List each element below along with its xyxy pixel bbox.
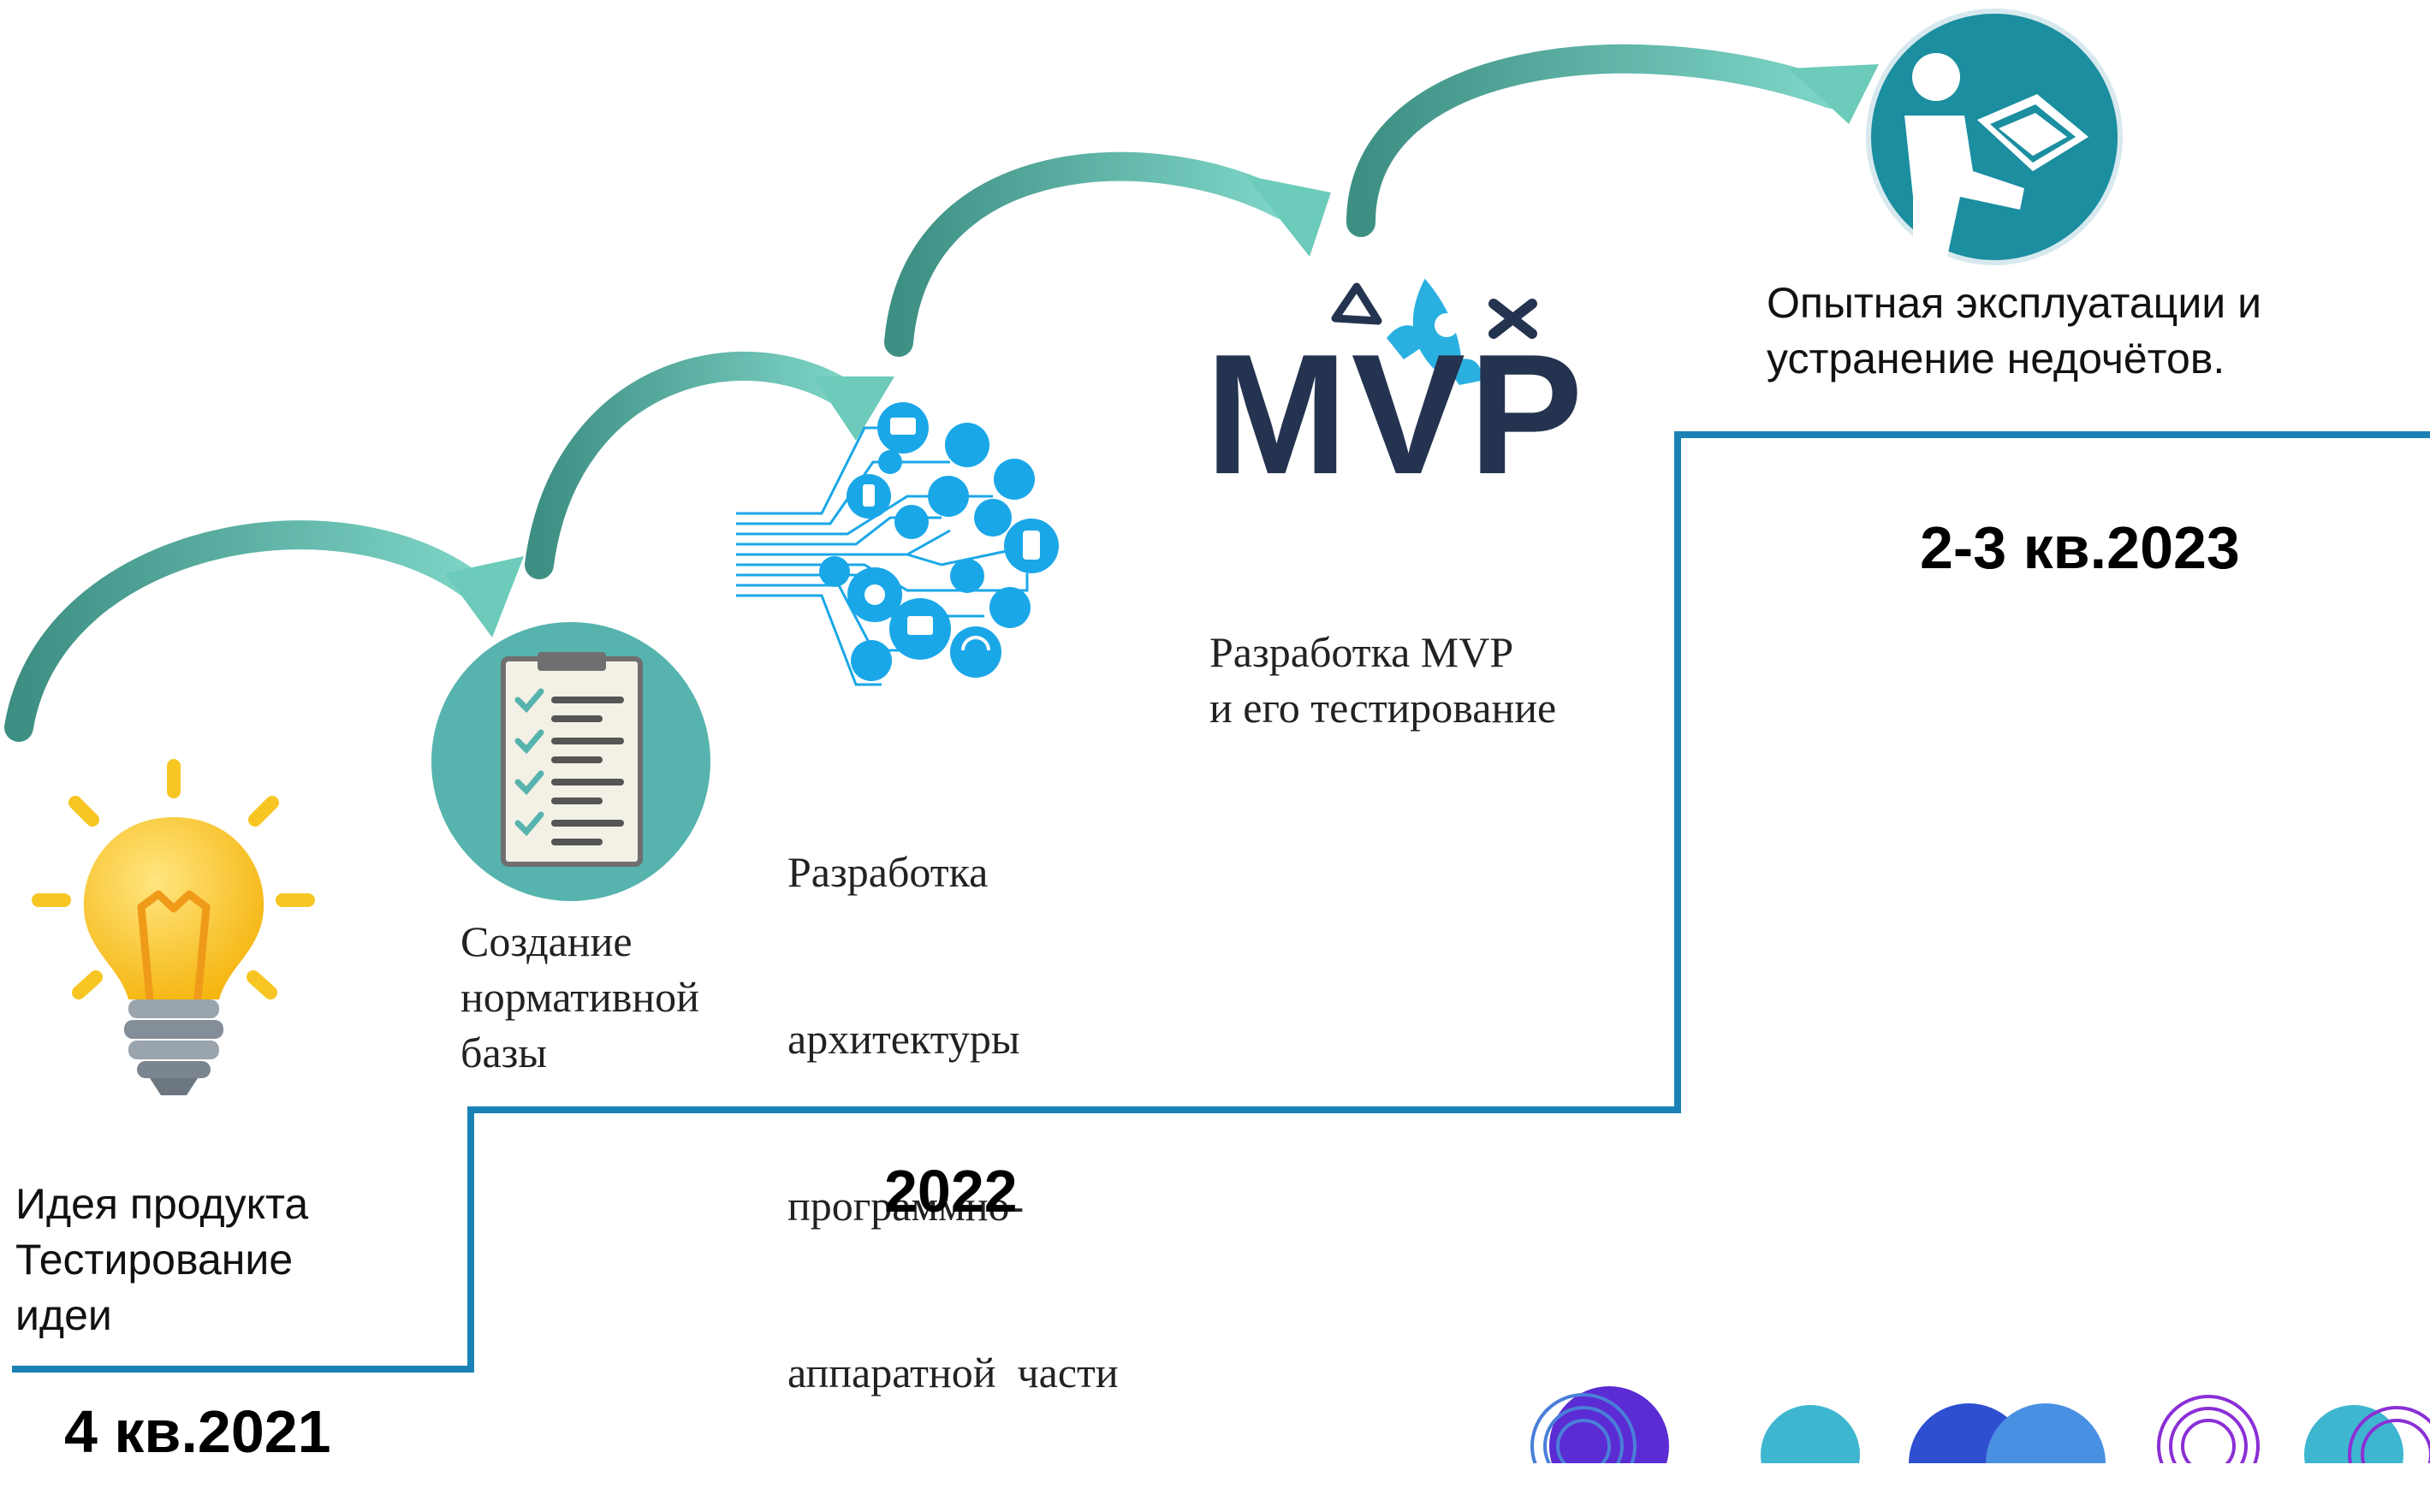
decorative-circles [1530,1386,2430,1463]
period-label-2021: 4 кв.2021 [64,1398,331,1465]
period-label-2022: 2022 [884,1158,1018,1224]
mvp-logo-text: MVP [1205,319,1587,510]
lightbulb-icon [32,759,315,1095]
stage-architecture-line: программно- [787,1182,1025,1230]
progress-arrow-3 [884,151,1331,357]
network-icon [736,402,1059,686]
reading-person-icon [1866,9,2123,265]
stage-operation-label: Опытная эксплуатации и устранение недочё… [1767,276,2261,387]
stage-mvp-label: Разработка MVP и его тестирование [1209,625,1556,736]
progress-arrow-2 [525,351,894,579]
stage-normative-line: базы [460,1029,547,1076]
stage-normative-label: Создание нормативной базы [460,914,699,1081]
progress-arrow-4 [1346,44,1879,237]
stage-normative-line: Создание [460,917,633,965]
rocket-icon [1331,278,1537,385]
stage-architecture-line: архитектуры [787,1015,1020,1063]
stage-mvp-line: Разработка MVP [1209,628,1514,676]
staircase-line [12,431,2430,1373]
stage-idea-line: Идея продукта [15,1180,309,1228]
checklist-icon [431,622,710,901]
stage-architecture-label: Разработка архитектуры программно- аппар… [787,733,1119,1512]
period-label-2023: 2-3 кв.2023 [1920,514,2240,581]
progress-arrow-1 [4,520,524,742]
stage-idea-label: Идея продукта Тестирование идеи [15,1177,308,1343]
stage-mvp-line: и его тестирование [1209,684,1557,732]
roadmap-diagram: MVP Идея продукта Тестирование идеи Созд… [4,9,2430,1465]
stage-idea-line: идеи [15,1291,112,1339]
stage-architecture-line: Разработка [787,848,989,896]
stage-operation-line: устранение недочётов. [1767,335,2225,382]
stage-idea-line: Тестирование [15,1236,294,1284]
diagram-graphics [4,9,2430,1463]
stage-architecture-line: аппаратной части [787,1349,1119,1396]
stage-normative-line: нормативной [460,973,699,1021]
stage-operation-line: Опытная эксплуатации и [1767,279,2262,327]
